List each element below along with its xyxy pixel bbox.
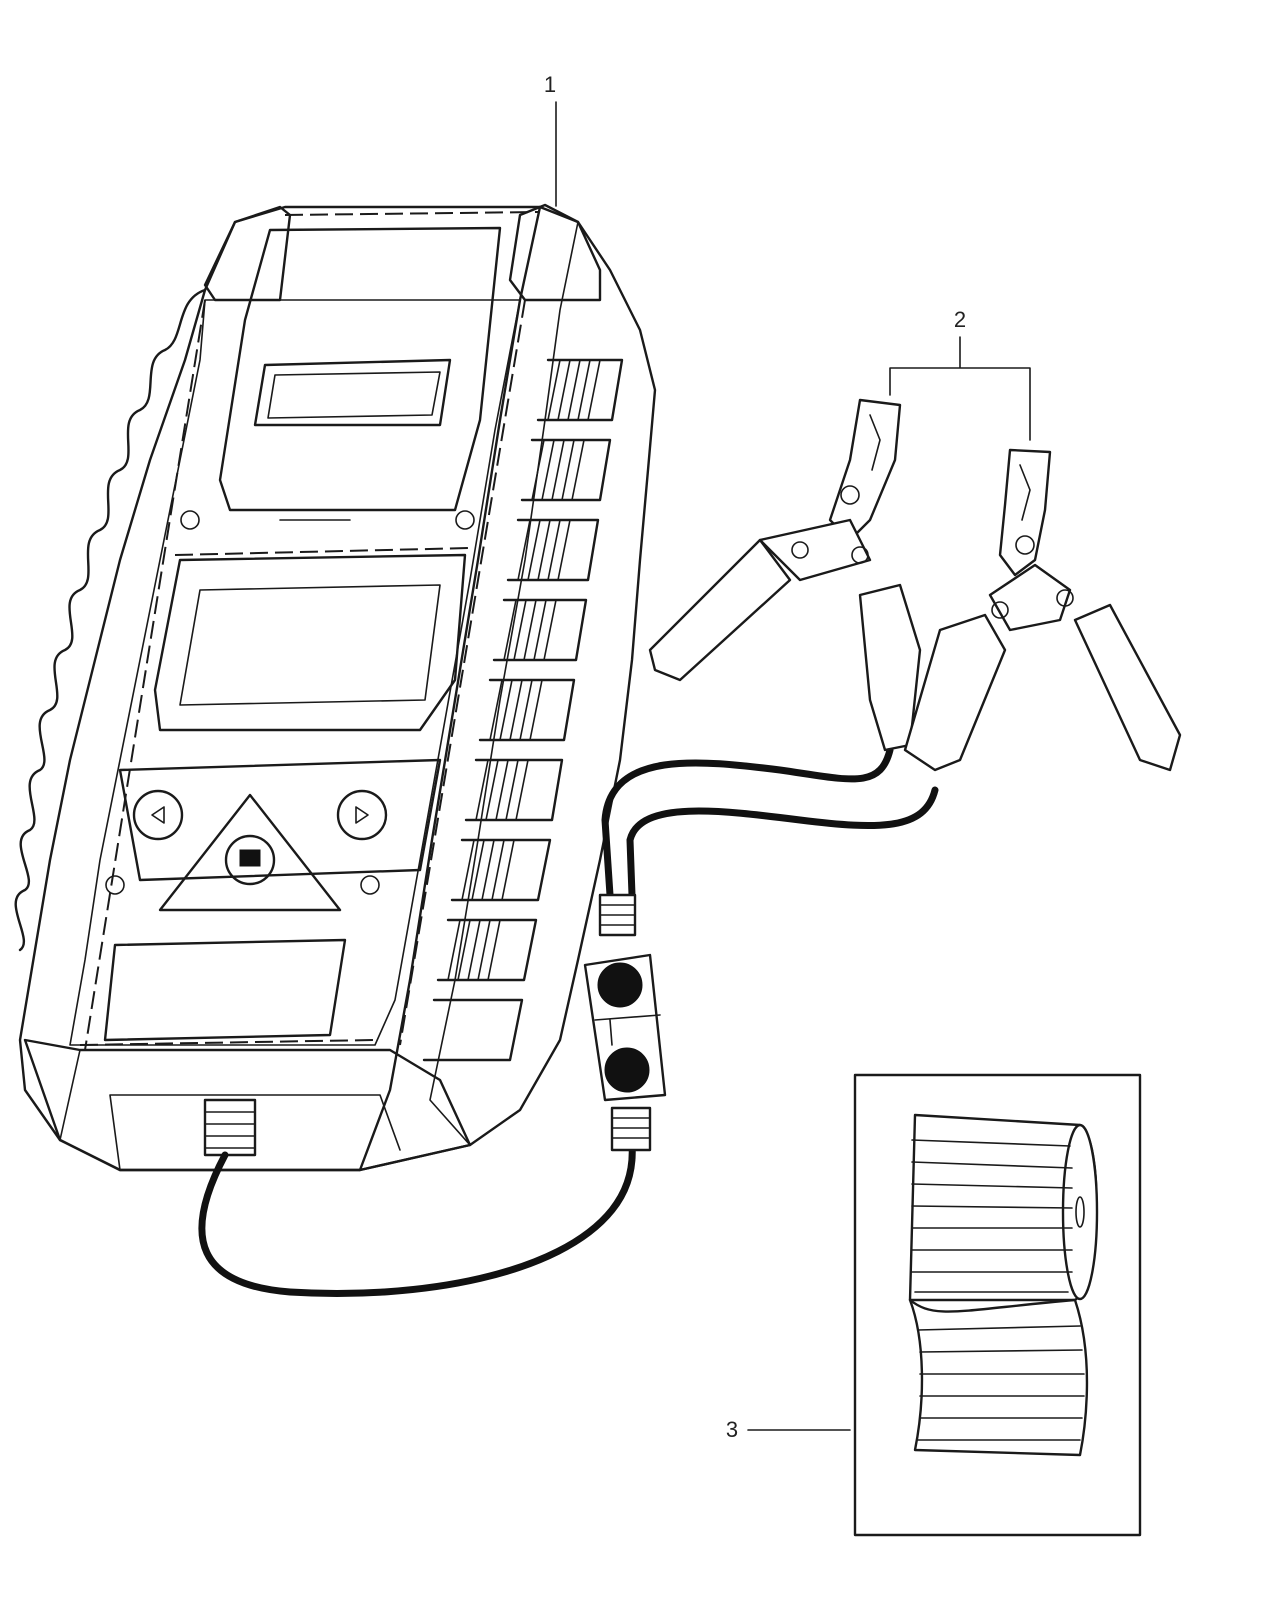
leader-bracket-2 xyxy=(889,336,1031,441)
callout-3: 3 xyxy=(726,1417,851,1442)
clamp-1-grip-left xyxy=(648,538,792,682)
seam-line xyxy=(284,211,541,216)
inline-connector xyxy=(583,893,667,1152)
right-arrow-button xyxy=(336,789,388,841)
connector-screw-bottom xyxy=(604,1047,650,1093)
battery-clamp-1 xyxy=(648,398,922,752)
enter-button-triangle xyxy=(158,793,342,912)
red-clamp-cable xyxy=(601,746,894,899)
paper-texture xyxy=(911,1139,1085,1441)
right-grip-ribs xyxy=(422,358,624,1062)
label-plate xyxy=(103,938,347,1042)
callout-1: 1 xyxy=(544,72,557,207)
test-cables xyxy=(198,746,939,1297)
callout-label-1: 1 xyxy=(544,72,556,97)
callout-label-2: 2 xyxy=(954,307,966,332)
corner-bumper-top-left xyxy=(203,205,292,302)
printer-paper-slot xyxy=(253,358,452,427)
battery-clamps xyxy=(648,398,1182,772)
paper-roll-inset xyxy=(853,1073,1142,1537)
connector-screw-top xyxy=(597,962,643,1008)
cable-port xyxy=(203,1098,257,1157)
enter-button xyxy=(224,834,276,886)
corner-bumper-top-right xyxy=(508,203,602,302)
paper-roll-end xyxy=(1061,1123,1099,1301)
lcd-display-window xyxy=(153,553,467,732)
battery-tester-device xyxy=(14,203,657,1172)
right-arrow-icon xyxy=(355,806,369,824)
keypad-panel xyxy=(118,758,442,882)
main-cable xyxy=(198,1141,636,1297)
callout-label-3: 3 xyxy=(726,1417,738,1442)
left-arrow-button xyxy=(132,789,184,841)
left-arrow-icon xyxy=(151,806,165,824)
battery-icon xyxy=(239,849,261,867)
paper-strip xyxy=(908,1298,1089,1457)
left-grip-ribs xyxy=(14,288,207,952)
clamp-2-grip-right xyxy=(1073,603,1182,772)
corner-bumper-bottom xyxy=(23,1038,472,1172)
device-outer-shell xyxy=(18,205,657,1172)
connector-plug-bottom xyxy=(610,1106,652,1152)
printer-cover xyxy=(218,226,502,512)
inset-frame xyxy=(853,1073,1142,1537)
black-clamp-cable xyxy=(626,786,939,899)
paper-roll-core xyxy=(1075,1196,1085,1228)
clamp-2-grip-left xyxy=(903,613,1007,772)
battery-clamp-2 xyxy=(903,448,1182,772)
callout-2: 2 xyxy=(889,307,1031,441)
